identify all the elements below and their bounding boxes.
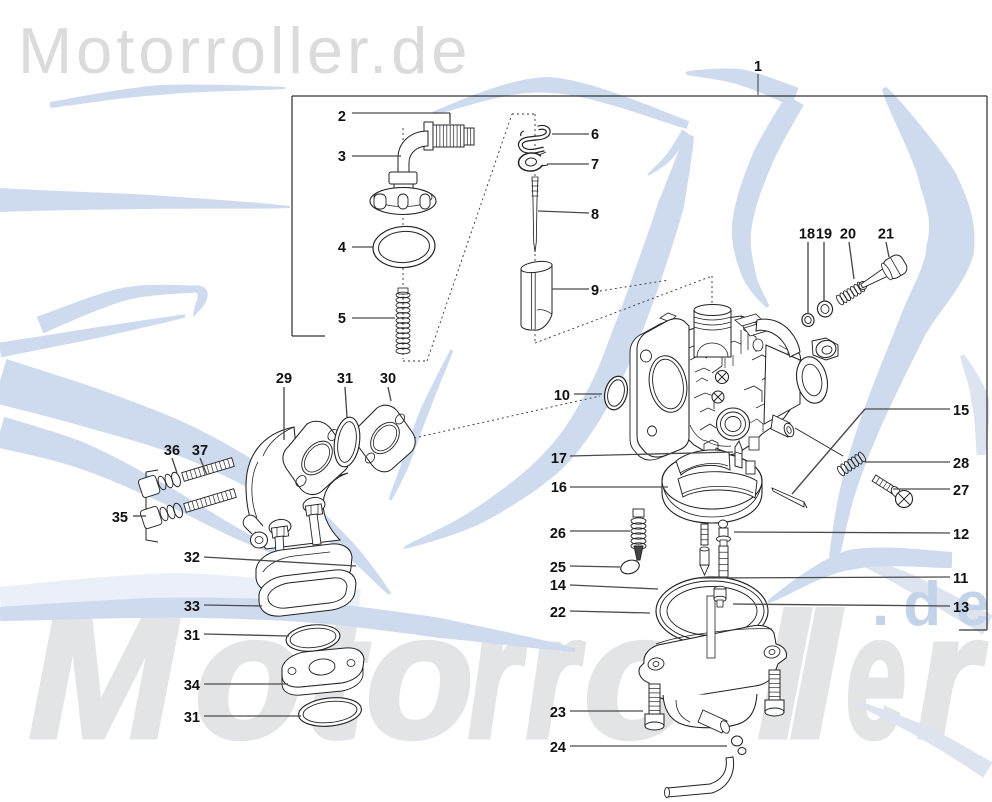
svg-text:31: 31 xyxy=(337,371,353,387)
svg-text:23: 23 xyxy=(550,705,566,721)
svg-text:29: 29 xyxy=(276,371,292,387)
svg-text:7: 7 xyxy=(591,157,599,173)
svg-text:6: 6 xyxy=(591,127,599,143)
svg-text:31: 31 xyxy=(184,710,200,726)
svg-text:36: 36 xyxy=(164,443,180,459)
svg-text:e: e xyxy=(846,579,906,775)
svg-text:31: 31 xyxy=(184,628,200,644)
svg-text:o: o xyxy=(366,579,474,775)
svg-text:13: 13 xyxy=(953,600,969,616)
svg-text:21: 21 xyxy=(878,227,894,243)
svg-text:15: 15 xyxy=(953,403,969,419)
svg-text:2: 2 xyxy=(338,109,346,125)
svg-text:10: 10 xyxy=(554,388,570,404)
svg-text:4: 4 xyxy=(338,240,346,256)
svg-text:37: 37 xyxy=(192,443,208,459)
svg-text:r: r xyxy=(468,579,526,775)
svg-text:30: 30 xyxy=(380,371,396,387)
svg-text:18: 18 xyxy=(799,227,815,243)
svg-text:11: 11 xyxy=(953,571,968,587)
svg-text:25: 25 xyxy=(550,560,566,576)
svg-text:14: 14 xyxy=(550,578,566,594)
svg-text:32: 32 xyxy=(184,550,200,566)
svg-text:27: 27 xyxy=(953,483,969,499)
svg-text:.de: .de xyxy=(872,570,992,639)
svg-text:5: 5 xyxy=(338,311,346,327)
svg-text:Motorroller.de: Motorroller.de xyxy=(18,14,471,87)
svg-text:8: 8 xyxy=(591,207,599,223)
svg-text:34: 34 xyxy=(184,678,200,694)
svg-text:3: 3 xyxy=(338,149,346,165)
svg-text:9: 9 xyxy=(591,283,599,299)
svg-text:12: 12 xyxy=(953,527,969,543)
svg-text:l: l xyxy=(790,579,842,775)
svg-text:35: 35 xyxy=(112,510,128,526)
svg-text:22: 22 xyxy=(550,605,566,621)
svg-text:20: 20 xyxy=(840,227,856,243)
svg-text:24: 24 xyxy=(550,740,566,756)
svg-text:16: 16 xyxy=(551,480,567,496)
svg-text:33: 33 xyxy=(184,599,200,615)
svg-text:1: 1 xyxy=(754,59,762,75)
svg-text:17: 17 xyxy=(551,451,567,467)
svg-text:26: 26 xyxy=(550,526,566,542)
svg-text:19: 19 xyxy=(816,227,832,243)
svg-text:28: 28 xyxy=(953,456,969,472)
